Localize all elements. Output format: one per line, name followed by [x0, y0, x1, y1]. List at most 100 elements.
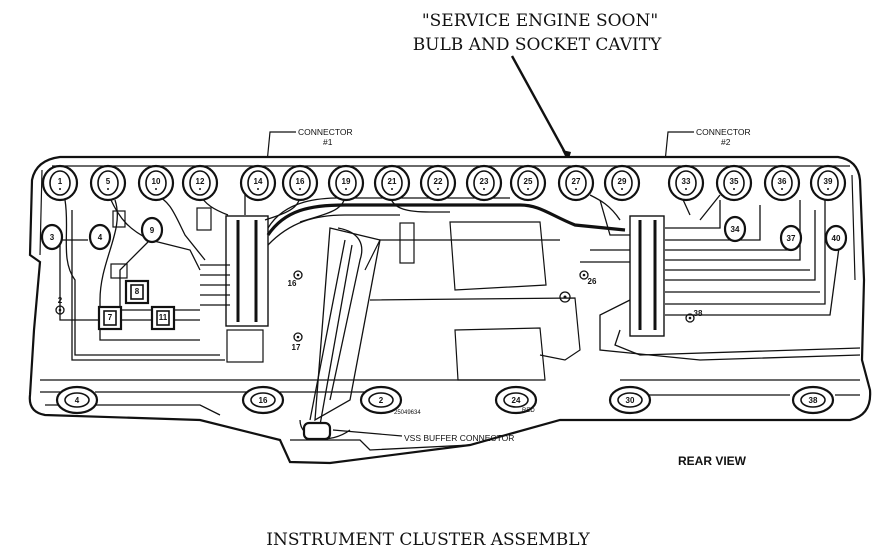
socket-27: 27	[557, 164, 595, 202]
socket-14: 14	[239, 164, 277, 202]
callout-line-2: BULB AND SOCKET CAVITY	[413, 35, 662, 55]
socket-22: 22	[419, 164, 457, 202]
figure-caption: INSTRUMENT CLUSTER ASSEMBLY	[266, 530, 590, 550]
socket-37: 37	[779, 224, 803, 252]
socket-9: 9	[140, 216, 164, 244]
socket-number: 16	[296, 177, 305, 186]
socket-40: 40	[824, 224, 848, 252]
connector-1-block	[225, 215, 269, 327]
socket-number: 37	[787, 234, 796, 243]
connector-2-label: CONNECTOR	[696, 127, 751, 137]
terminal-number: 11	[159, 313, 168, 322]
bottom-sockets: 4 16 2 24 30 38	[55, 385, 835, 415]
socket-number: 21	[388, 177, 397, 186]
socket-34: 34	[723, 215, 747, 243]
socket-number: 4	[98, 233, 103, 242]
bottom-socket-2: 2	[359, 385, 403, 415]
small-marks: 2 16 17 26 38	[55, 270, 703, 352]
rear-view-label: REAR VIEW	[678, 454, 747, 468]
terminal-number: 7	[108, 313, 113, 322]
socket-number: 3	[50, 233, 55, 242]
socket-25: 25	[509, 164, 547, 202]
socket-number: 38	[809, 396, 818, 405]
socket-number: 23	[480, 177, 489, 186]
terminal-7: 7	[97, 305, 123, 331]
socket-number: 40	[832, 234, 841, 243]
callout-leader	[510, 55, 570, 159]
socket-number: 39	[824, 177, 833, 186]
bottom-socket-24: 24	[494, 385, 538, 415]
socket-number: 24	[512, 396, 521, 405]
bottom-socket-30: 30	[608, 385, 652, 415]
terminal-11: 11	[150, 305, 176, 331]
connector-1-number: #1	[323, 137, 333, 147]
terminal-8: 8	[124, 279, 150, 305]
socket-number: 12	[196, 177, 205, 186]
socket-number: 36	[778, 177, 787, 186]
socket-10: 10	[137, 164, 175, 202]
socket-29: 29	[603, 164, 641, 202]
left-wiring	[40, 190, 520, 416]
socket-1: 1	[41, 164, 79, 202]
mark-38: 38	[685, 309, 703, 323]
mark-26: 26	[579, 270, 597, 286]
socket-number: 30	[626, 396, 635, 405]
center-cable	[266, 197, 626, 451]
socket-3: 3	[40, 223, 64, 251]
socket-number: 14	[254, 177, 263, 186]
mark-number: 2	[58, 296, 63, 305]
socket-36: 36	[763, 164, 801, 202]
socket-number: 35	[730, 177, 739, 186]
mark-number: 26	[588, 277, 597, 286]
square-terminals: 7 8 11	[97, 279, 176, 331]
socket-number: 5	[106, 177, 111, 186]
vss-buffer-label: VSS BUFFER CONNECTOR	[404, 433, 514, 443]
mark-2: 2	[55, 296, 65, 315]
socket-number: 16	[259, 396, 268, 405]
socket-number: 19	[342, 177, 351, 186]
center-panels	[364, 221, 581, 381]
socket-number: 27	[572, 177, 581, 186]
terminal-number: 8	[135, 287, 140, 296]
callout-line-1: "SERVICE ENGINE SOON"	[422, 11, 658, 31]
mark-number: 38	[694, 309, 703, 318]
socket-number: 1	[58, 177, 63, 186]
socket-number: 25	[524, 177, 533, 186]
socket-23: 23	[465, 164, 503, 202]
socket-16: 16	[281, 164, 319, 202]
bottom-socket-16: 16	[241, 385, 285, 415]
socket-39: 39	[809, 164, 847, 202]
socket-number: 4	[75, 396, 80, 405]
mark-number: 17	[292, 343, 301, 352]
mark-number: 16	[288, 279, 297, 288]
socket-number: 34	[731, 225, 740, 234]
mark-16: 16	[288, 270, 303, 288]
vss-leader	[332, 429, 403, 437]
connector-2-number: #2	[721, 137, 731, 147]
circuit-board-outline	[28, 155, 872, 465]
socket-35: 35	[715, 164, 753, 202]
bottom-socket-38: 38	[791, 385, 835, 415]
part-number-mark: 25049634	[394, 410, 421, 416]
socket-21: 21	[373, 164, 411, 202]
socket-19: 19	[327, 164, 365, 202]
red-mark: RED	[522, 408, 535, 414]
vss-buffer-connector	[302, 421, 332, 441]
top-sockets: 1 5 10 12 14 16 19 21 22 23 25 27 29 33 35 36 39	[41, 164, 847, 202]
socket-number: 9	[150, 226, 155, 235]
socket-4: 4	[88, 223, 112, 251]
socket-number: 33	[682, 177, 691, 186]
socket-33: 33	[667, 164, 705, 202]
socket-number: 29	[618, 177, 627, 186]
socket-12: 12	[181, 164, 219, 202]
socket-number: 22	[434, 177, 443, 186]
socket-number: 10	[152, 177, 161, 186]
socket-5: 5	[89, 164, 127, 202]
board-inner-edge	[39, 165, 856, 281]
connector-1-label: CONNECTOR	[298, 127, 353, 137]
mark-17: 17	[292, 332, 303, 352]
socket-number: 2	[379, 396, 384, 405]
bottom-socket-4: 4	[55, 385, 99, 415]
